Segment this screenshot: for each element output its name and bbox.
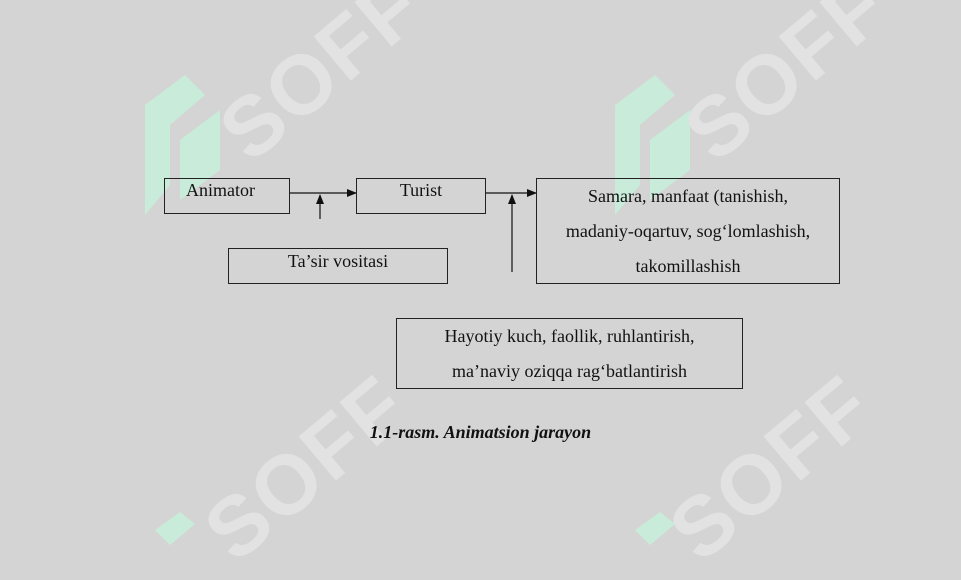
node-turist: Turist xyxy=(356,178,486,214)
node-animator: Animator xyxy=(164,178,290,214)
node-samara-line-2: madaniy-oqartuv, sog‘lomlashish, xyxy=(565,221,811,241)
node-tasir-vositasi: Ta’sir vositasi xyxy=(228,248,448,284)
node-samara-line-1: Samara, manfaat (tanishish, xyxy=(588,186,788,206)
node-hayotiy-line-2: ma’naviy oziqqa rag‘batlantirish xyxy=(452,361,687,381)
node-hayotiy-kuch: Hayotiy kuch, faollik, ruhlantirish, ma’… xyxy=(396,318,743,389)
diagram-connectors xyxy=(290,189,537,272)
node-samara-line-3: takomillashish xyxy=(635,256,741,276)
node-samara-manfaat: Samara, manfaat (tanishish, madaniy-oqar… xyxy=(536,178,840,284)
node-hayotiy-line-1: Hayotiy kuch, faollik, ruhlantirish, xyxy=(444,326,695,346)
figure-caption: 1.1-rasm. Animatsion jarayon xyxy=(369,422,592,442)
